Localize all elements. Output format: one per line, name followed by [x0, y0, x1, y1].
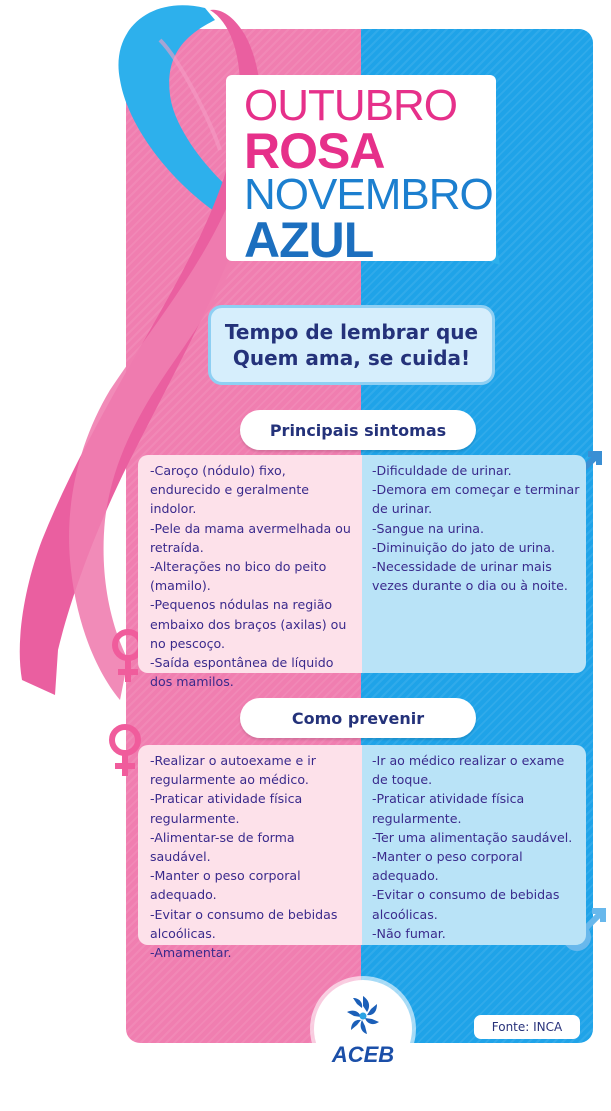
list-item: -Diminuição do jato de urina. [372, 539, 555, 555]
list-item: -Saída espontânea de líquido dos mamilos… [150, 655, 334, 690]
list-item: -Manter o peso corporal adequado. [372, 849, 523, 884]
list-item: -Realizar o autoexame e ir regularmente … [150, 753, 316, 788]
list-item: -Demora em começar e terminar de urinar. [372, 482, 580, 517]
list-item: -Evitar o consumo de bebidas alcoólicas. [150, 906, 338, 941]
aceb-logo-icon [347, 996, 379, 1034]
aceb-logo: ACEB [314, 980, 412, 1078]
list-item: -Não fumar. [372, 925, 446, 941]
list-item: -Sangue na urina. [372, 520, 485, 536]
list-item: -Praticar atividade física regularmente. [372, 791, 525, 826]
title-rosa: ROSA [244, 123, 385, 179]
title-card: OUTUBRO ROSA NOVEMBRO AZUL [226, 75, 496, 265]
list-item: -Dificuldade de urinar. [372, 463, 512, 478]
list-item: -Praticar atividade física regularmente. [150, 791, 303, 826]
list-item: -Ter uma alimentação saudável. [372, 829, 573, 845]
sintomas-men-list: -Dificuldade de urinar. -Demora em começ… [362, 455, 586, 673]
prevenir-women-list: -Realizar o autoexame e ir regularmente … [138, 745, 362, 960]
prevenir-heading: Como prevenir [240, 698, 476, 738]
source-label: Fonte: INCA [474, 1015, 580, 1039]
list-item: -Pequenos nódulas na região embaixo dos … [150, 597, 347, 651]
slogan-box: Tempo de lembrar que Quem ama, se cuida! [208, 305, 495, 385]
female-symbol-icon [109, 724, 141, 776]
list-item: -Caroço (nódulo) fixo, endurecido e gera… [150, 463, 310, 517]
sintomas-heading: Principais sintomas [240, 410, 476, 450]
list-item: -Evitar o consumo de bebidas alcoólicas. [372, 887, 560, 922]
slogan-line-2: Quem ama, se cuida! [232, 346, 471, 370]
aceb-logo-text: ACEB [331, 1042, 395, 1067]
prevenir-men-list: -Ir ao médico realizar o exame de toque.… [362, 745, 586, 945]
title-novembro: NOVEMBRO [244, 170, 494, 219]
sintomas-women-list: -Caroço (nódulo) fixo, endurecido e gera… [138, 455, 362, 689]
list-item: -Manter o peso corporal adequado. [150, 868, 301, 903]
slogan-line-1: Tempo de lembrar que [224, 320, 479, 344]
list-item: -Ir ao médico realizar o exame de toque. [372, 753, 565, 788]
list-item: -Amamentar. [150, 945, 232, 961]
list-item: -Necessidade de urinar mais vezes durant… [372, 559, 568, 594]
list-item: -Alterações no bico do peito (mamilo). [150, 559, 327, 594]
list-item: -Pele da mama avermelhada ou retraída. [150, 520, 351, 555]
list-item: -Alimentar-se de forma saudável. [150, 829, 295, 865]
title-outubro: OUTUBRO [244, 81, 458, 130]
title-azul: AZUL [244, 212, 374, 268]
